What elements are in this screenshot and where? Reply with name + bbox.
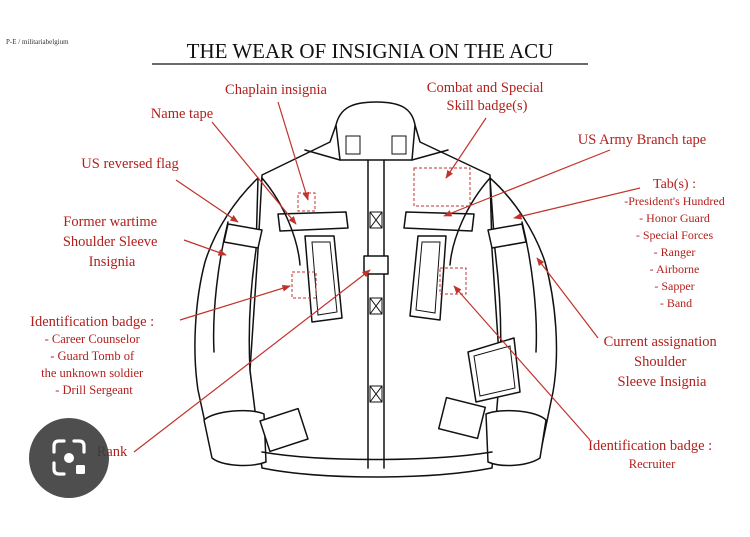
label-reversed-flag: US reversed flag — [81, 156, 178, 172]
chaplain-position — [297, 192, 316, 212]
label-name-tape: Name tape — [151, 106, 213, 122]
id-badge-left-position — [291, 271, 317, 299]
leader-arrows — [133, 101, 641, 453]
label-tabs: Tab(s) : -President's Hundred - Honor Gu… — [624, 177, 727, 310]
label-id-badge-left: Identification badge : - Career Counselo… — [30, 314, 158, 397]
acu-jacket — [194, 101, 558, 478]
combat-badge-position — [413, 167, 471, 207]
label-chaplain: Chaplain insignia — [225, 82, 327, 98]
lens-icon — [52, 439, 86, 476]
label-id-badge-right: Identification badge : Recruiter — [588, 438, 716, 471]
id-badge-right-position — [439, 267, 467, 295]
diagram-title: THE WEAR OF INSIGNIA ON THE ACU — [187, 39, 554, 63]
label-combat-badges: Combat and Special Skill badge(s) — [427, 80, 547, 114]
label-branch-tape: US Army Branch tape — [578, 132, 706, 148]
credit-text: P-E / militariabelgium — [6, 38, 69, 46]
right-pocket-flap — [403, 211, 475, 232]
label-former-ssi: Former wartime Shoulder Sleeve Insignia — [63, 214, 161, 270]
label-current-ssi: Current assignation Shoulder Sleeve Insi… — [604, 334, 721, 390]
lens-button[interactable] — [29, 418, 109, 498]
collar — [335, 101, 416, 161]
